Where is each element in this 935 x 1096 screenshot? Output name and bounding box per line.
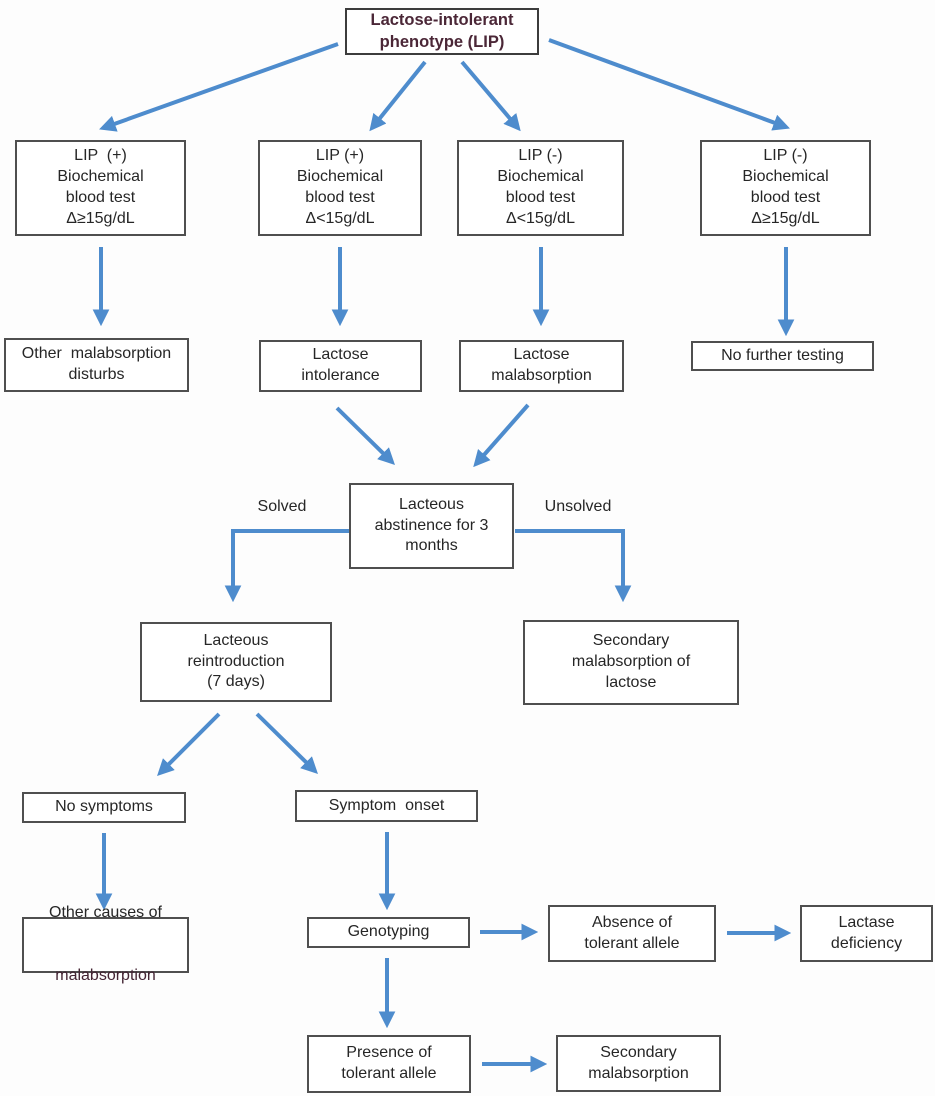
edge-label-unsolved: Unsolved [544, 498, 612, 515]
arrow-root-to-lip-pos-lt15 [369, 60, 427, 132]
arrow-solved-to-reintroduction [224, 529, 349, 603]
node-lip-negative-delta-ge-15: LIP (-) Biochemical blood test Δ≥15g/dL [700, 140, 871, 236]
node-lactase-deficiency: Lactase deficiency [800, 905, 933, 962]
arrow-malabsorption-to-abstinence [473, 403, 530, 468]
node-other-causes-of-malabsorption: Other causes of malabsorption [22, 904, 189, 984]
node-lactose-intolerance: Lactose intolerance [259, 340, 422, 392]
arrow-reintroduction-to-no-symptoms [157, 712, 221, 776]
node-no-further-testing: No further testing [691, 341, 874, 371]
node-secondary-malabsorption-of-lactose: Secondary malabsorption of lactose [523, 620, 739, 705]
node-lactose-intolerant-phenotype: Lactose-intolerant phenotype (LIP) [345, 8, 539, 55]
arrow-root-to-lip-pos-ge15 [99, 42, 339, 132]
node-lacteous-abstinence: Lacteous abstinence for 3 months [349, 483, 514, 569]
arrow-root-to-lip-neg-lt15 [460, 60, 521, 132]
arrow-unsolved-to-secondary-malabsorption-lactose [515, 529, 632, 603]
edge-label-solved: Solved [257, 498, 307, 515]
node-presence-of-tolerant-allele: Presence of tolerant allele [307, 1035, 471, 1093]
node-genotyping: Genotyping [307, 917, 470, 948]
arrow-intolerance-to-abstinence [335, 406, 395, 465]
node-lactose-malabsorption: Lactose malabsorption [459, 340, 624, 392]
node-lip-negative-delta-lt-15: LIP (-) Biochemical blood test Δ<15g/dL [457, 140, 624, 236]
arrow-root-to-lip-neg-ge15 [548, 38, 790, 131]
node-symptom-onset: Symptom onset [295, 790, 478, 822]
node-absence-of-tolerant-allele: Absence of tolerant allele [548, 905, 716, 962]
node-lip-positive-delta-ge-15: LIP (+) Biochemical blood test Δ≥15g/dL [15, 140, 186, 236]
other-causes-line1: Other causes of [49, 904, 162, 922]
node-lacteous-reintroduction: Lacteous reintroduction (7 days) [140, 622, 332, 702]
node-no-symptoms: No symptoms [22, 792, 186, 823]
node-lip-positive-delta-lt-15: LIP (+) Biochemical blood test Δ<15g/dL [258, 140, 422, 236]
node-secondary-malabsorption: Secondary malabsorption [556, 1035, 721, 1092]
arrow-reintroduction-to-symptom-onset [255, 712, 318, 774]
node-other-malabsorption-disturbs: Other malabsorption disturbs [4, 338, 189, 392]
other-causes-line2: malabsorption [55, 966, 156, 984]
